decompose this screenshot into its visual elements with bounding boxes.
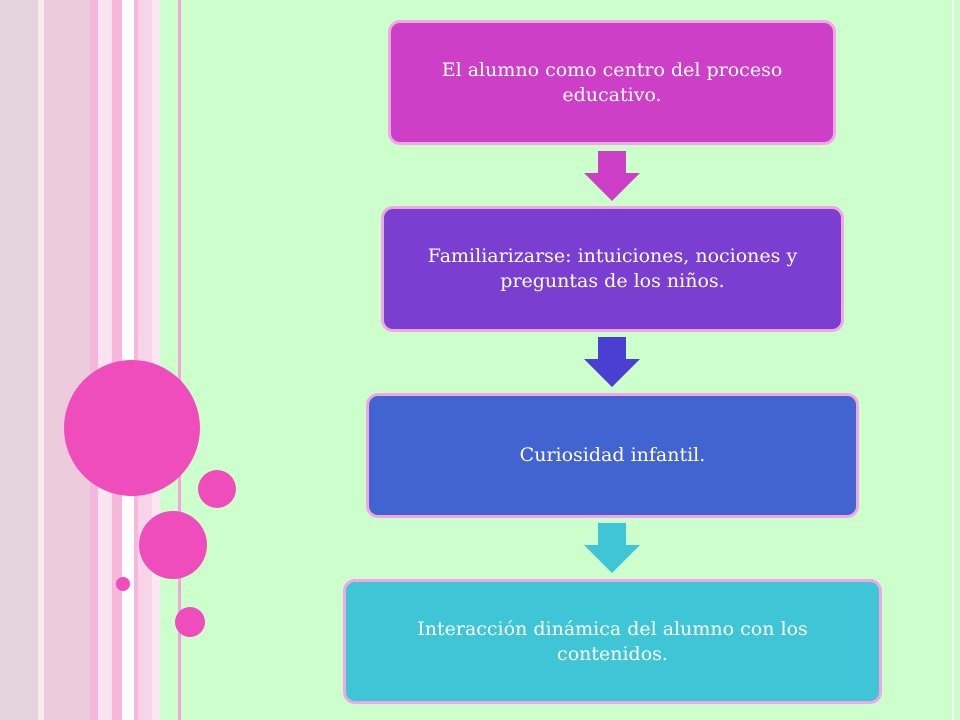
stripe: [178, 0, 181, 720]
stripe: [38, 0, 44, 720]
stripe: [152, 0, 160, 720]
decorative-stripes: [0, 0, 190, 720]
process-step-3: Curiosidad infantil.: [366, 393, 859, 518]
process-step-2-text: Familiarizarse: intuiciones, nociones y …: [427, 245, 798, 292]
down-arrow-icon: [584, 151, 640, 201]
process-step-4-text: Interacción dinámica del alumno con los …: [417, 617, 808, 665]
stripe: [90, 0, 98, 720]
stripe: [98, 0, 112, 720]
process-step-1: El alumno como centro del proceso educat…: [388, 20, 836, 145]
stripe: [44, 0, 90, 720]
process-step-3-text: Curiosidad infantil.: [519, 444, 706, 467]
decorative-circle-tiny: [116, 577, 130, 591]
decorative-circle-medium: [139, 511, 207, 579]
stripe: [0, 0, 38, 720]
process-step-2: Familiarizarse: intuiciones, nociones y …: [381, 206, 844, 332]
down-arrow-icon: [584, 523, 640, 573]
edge-line: [952, 0, 954, 720]
process-step-1-text: El alumno como centro del proceso educat…: [441, 58, 783, 106]
decorative-circle-small: [198, 470, 236, 508]
stripe: [112, 0, 122, 720]
decorative-circle-large: [64, 360, 200, 496]
process-step-4: Interacción dinámica del alumno con los …: [343, 579, 882, 704]
down-arrow-icon: [584, 337, 640, 387]
decorative-circle-small: [175, 607, 205, 637]
